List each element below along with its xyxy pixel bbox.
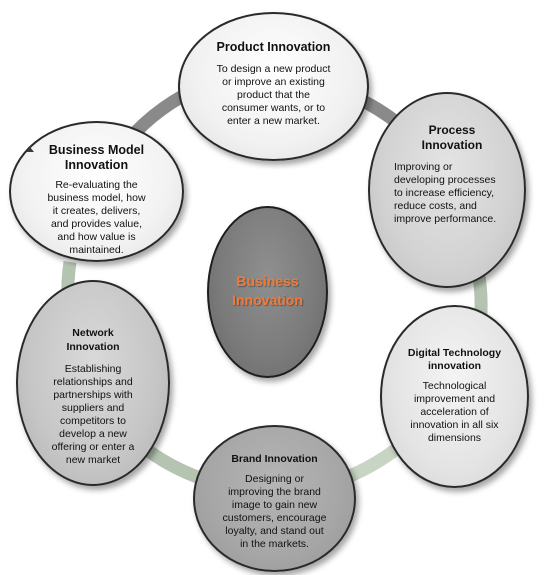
business-model-innovation-node: Business Model Innovation Re-evaluating … bbox=[9, 121, 184, 262]
brand-innovation-node: Brand Innovation Designing or improving … bbox=[193, 425, 356, 572]
digital-technology-innovation-node: Digital Technology innovation Technologi… bbox=[380, 305, 529, 488]
business-model-innovation-description: Re-evaluating the business model, how it… bbox=[47, 179, 146, 256]
digital-technology-innovation-description: Technological improvement and accelerati… bbox=[410, 380, 499, 444]
process-innovation-description: Improving or developing processes to inc… bbox=[394, 161, 497, 225]
product-innovation-node: Product Innovation To design a new produ… bbox=[178, 12, 369, 161]
product-innovation-title: Product Innovation bbox=[216, 40, 331, 54]
network-innovation-description: Establishing relationships and partnersh… bbox=[51, 363, 135, 466]
brand-innovation-title: Brand Innovation bbox=[231, 453, 318, 465]
brand-innovation-description: Designing or improving the brand image t… bbox=[222, 473, 327, 550]
ring-segment-brand-to-network bbox=[146, 446, 203, 485]
triangle-bullet-icon bbox=[26, 147, 34, 152]
product-innovation-description: To design a new product or improve an ex… bbox=[216, 63, 331, 127]
business-innovation-center-node: Business Innovation bbox=[207, 206, 328, 378]
business-model-innovation-title: Business Model Innovation bbox=[48, 143, 145, 172]
digital-technology-innovation-title: Digital Technology innovation bbox=[407, 347, 502, 372]
network-innovation-node: Network Innovation Establishing relation… bbox=[16, 280, 170, 486]
process-innovation-node: Process Innovation Improving or developi… bbox=[368, 92, 526, 288]
business-innovation-label: Business Innovation bbox=[232, 273, 303, 308]
network-innovation-title: Network Innovation bbox=[66, 327, 120, 353]
ring-segment-digital-to-brand bbox=[342, 444, 399, 485]
process-innovation-title: Process Innovation bbox=[421, 123, 483, 152]
